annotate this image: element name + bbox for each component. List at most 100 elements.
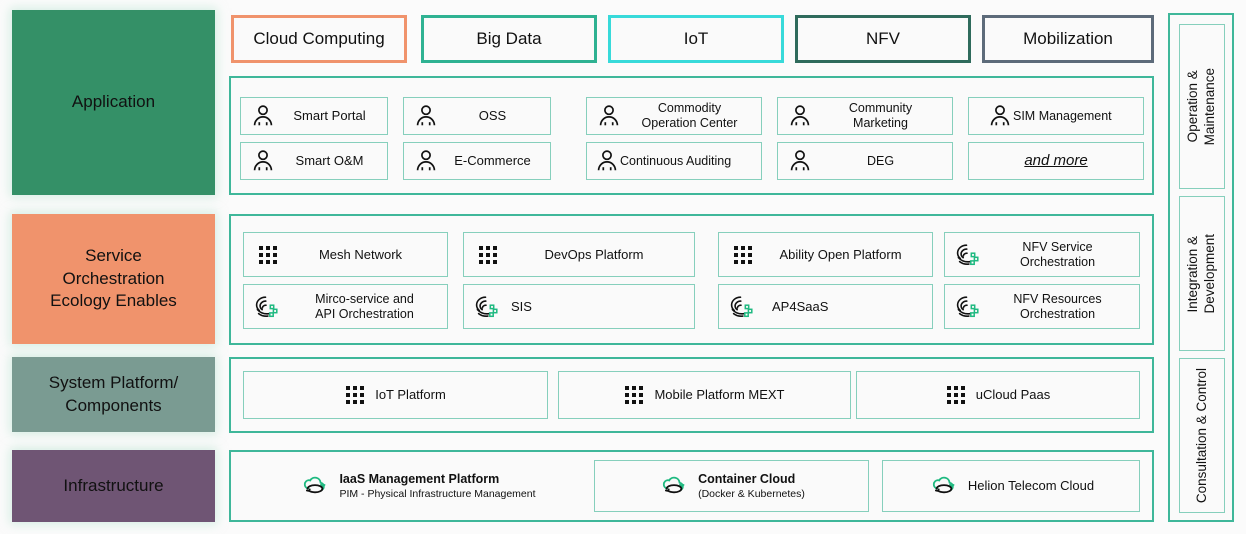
svc-tile-label: SIS	[511, 298, 532, 314]
layer-label-text: Infrastructure	[63, 475, 164, 495]
svc-tile-micro-service-api-orchestration[interactable]: Mirco-service and API Orchestration	[243, 284, 448, 329]
infrastructure-panel: IaaS Management Platform PIM - Physical …	[229, 450, 1154, 522]
category-tab-mobilization[interactable]: Mobilization	[982, 15, 1154, 63]
infra-tile-sublabel: (Docker & Kubernetes)	[698, 488, 805, 501]
sys-tile-mobile-platform-mext[interactable]: Mobile Platform MEXT	[558, 371, 851, 419]
person-icon	[250, 103, 276, 129]
svc-tile-label: Mirco-service and API Orchestration	[315, 291, 414, 321]
grid-icon	[345, 385, 365, 405]
app-tile-deg[interactable]: DEG	[777, 142, 953, 180]
category-tab-cloud-computing[interactable]: Cloud Computing	[231, 15, 407, 63]
layer-label-service: Service Orchestration Ecology Enables	[12, 214, 215, 344]
svc-tile-nfv-resources-orchestration[interactable]: NFV Resources Orchestration	[944, 284, 1140, 329]
grid-icon	[624, 385, 644, 405]
grid-icon	[946, 385, 966, 405]
svc-tile-sis[interactable]: SIS	[463, 284, 695, 329]
layer-label-text: System Platform/ Components	[48, 372, 179, 415]
app-tile-e-commerce[interactable]: E-Commerce	[403, 142, 551, 180]
category-tab-label: Cloud Computing	[253, 29, 385, 48]
svc-tile-ability-open-platform[interactable]: Ability Open Platform	[718, 232, 933, 277]
infra-tile-iaas-management-platform[interactable]: IaaS Management Platform PIM - Physical …	[240, 460, 595, 512]
svc-tile-label: DevOps Platform	[544, 246, 644, 262]
app-tile-oss[interactable]: OSS	[403, 97, 551, 135]
app-tile-label: Commodity Operation Center	[641, 101, 738, 130]
infra-tile-label: Helion Telecom Cloud	[967, 478, 1095, 494]
infra-tile-helion-telecom-cloud[interactable]: Helion Telecom Cloud	[882, 460, 1140, 512]
app-tile-label: E-Commerce	[454, 153, 531, 169]
person-icon	[787, 148, 813, 174]
application-panel: Smart Portal OSS Commodity Operation Cen…	[229, 76, 1154, 195]
svc-tile-label: Ability Open Platform	[779, 246, 902, 262]
person-icon	[987, 103, 1013, 129]
layer-label-application: Application	[12, 10, 215, 195]
app-tile-label: OSS	[478, 108, 507, 124]
app-tile-smart-om[interactable]: Smart O&M	[240, 142, 388, 180]
person-icon	[413, 148, 439, 174]
orchestration-icon	[954, 295, 980, 319]
rail-item-operation-maintenance[interactable]: Operation & Maintenance	[1179, 24, 1225, 189]
rail-item-consultation-control[interactable]: Consultation & Control	[1179, 358, 1225, 513]
category-tab-nfv[interactable]: NFV	[795, 15, 971, 63]
app-tile-community-marketing[interactable]: Community Marketing	[777, 97, 953, 135]
infra-tile-sublabel: PIM - Physical Infrastructure Management	[339, 488, 536, 501]
infra-tile-label: IaaS Management Platform	[339, 472, 500, 487]
svc-tile-label: NFV Service Orchestration	[1019, 239, 1096, 269]
app-tile-and-more[interactable]: and more	[968, 142, 1144, 180]
rail-item-label: Integration & Development	[1185, 233, 1217, 314]
app-tile-label: Continuous Auditing	[620, 153, 732, 168]
person-icon	[413, 103, 439, 129]
cloud-icon	[658, 474, 688, 498]
rail-item-label: Consultation & Control	[1193, 367, 1209, 504]
sys-tile-iot-platform[interactable]: IoT Platform	[243, 371, 548, 419]
layer-label-infrastructure: Infrastructure	[12, 450, 215, 522]
category-tab-big-data[interactable]: Big Data	[421, 15, 597, 63]
svc-tile-label: Mesh Network	[318, 246, 403, 262]
person-icon	[250, 148, 276, 174]
svc-tile-mesh-network[interactable]: Mesh Network	[243, 232, 448, 277]
person-icon	[787, 103, 813, 129]
svc-tile-label: AP4SaaS	[772, 298, 829, 314]
person-icon	[596, 103, 622, 129]
orchestration-icon	[728, 295, 754, 319]
app-tile-sim-management[interactable]: SIM Management	[968, 97, 1144, 135]
grid-icon	[733, 245, 753, 265]
svc-tile-devops-platform[interactable]: DevOps Platform	[463, 232, 695, 277]
orchestration-icon	[253, 295, 279, 319]
category-tab-label: Mobilization	[1023, 29, 1113, 48]
sys-tile-label: IoT Platform	[375, 387, 446, 403]
app-tile-smart-portal[interactable]: Smart Portal	[240, 97, 388, 135]
layer-label-system: System Platform/ Components	[12, 357, 215, 432]
infra-tile-container-cloud[interactable]: Container Cloud (Docker & Kubernetes)	[594, 460, 869, 512]
svc-tile-nfv-service-orchestration[interactable]: NFV Service Orchestration	[944, 232, 1140, 277]
cloud-icon	[928, 474, 958, 498]
app-tile-label: SIM Management	[1013, 108, 1112, 123]
app-tile-label: and more	[1024, 152, 1088, 170]
grid-icon	[258, 245, 278, 265]
category-tab-label: NFV	[866, 29, 900, 48]
layer-label-text: Application	[71, 92, 156, 112]
sys-tile-ucloud-paas[interactable]: uCloud Paas	[856, 371, 1140, 419]
app-tile-label: DEG	[866, 153, 895, 168]
app-tile-continuous-auditing[interactable]: Continuous Auditing	[586, 142, 762, 180]
service-orchestration-panel: Mesh Network DevOps Platform Ability Ope…	[229, 214, 1154, 345]
system-platform-panel: IoT Platform Mobile Platform MEXT uCloud…	[229, 357, 1154, 433]
svc-tile-label: NFV Resources Orchestration	[1013, 291, 1102, 321]
orchestration-icon	[473, 295, 499, 319]
app-tile-commodity-operation-center[interactable]: Commodity Operation Center	[586, 97, 762, 135]
person-icon	[594, 148, 620, 174]
cloud-icon	[299, 474, 329, 498]
orchestration-icon	[954, 243, 980, 267]
app-tile-label: Community Marketing	[848, 101, 913, 130]
svc-tile-ap4saas[interactable]: AP4SaaS	[718, 284, 933, 329]
app-tile-label: Smart O&M	[295, 153, 364, 169]
infra-tile-label: Container Cloud	[698, 472, 796, 487]
category-tab-iot[interactable]: IoT	[608, 15, 784, 63]
category-tab-label: IoT	[683, 29, 709, 48]
rail-item-integration-development[interactable]: Integration & Development	[1179, 196, 1225, 351]
grid-icon	[478, 245, 498, 265]
app-tile-label: Smart Portal	[293, 108, 366, 124]
sys-tile-label: uCloud Paas	[975, 387, 1051, 403]
sys-tile-label: Mobile Platform MEXT	[654, 387, 785, 403]
category-tab-label: Big Data	[476, 29, 542, 48]
